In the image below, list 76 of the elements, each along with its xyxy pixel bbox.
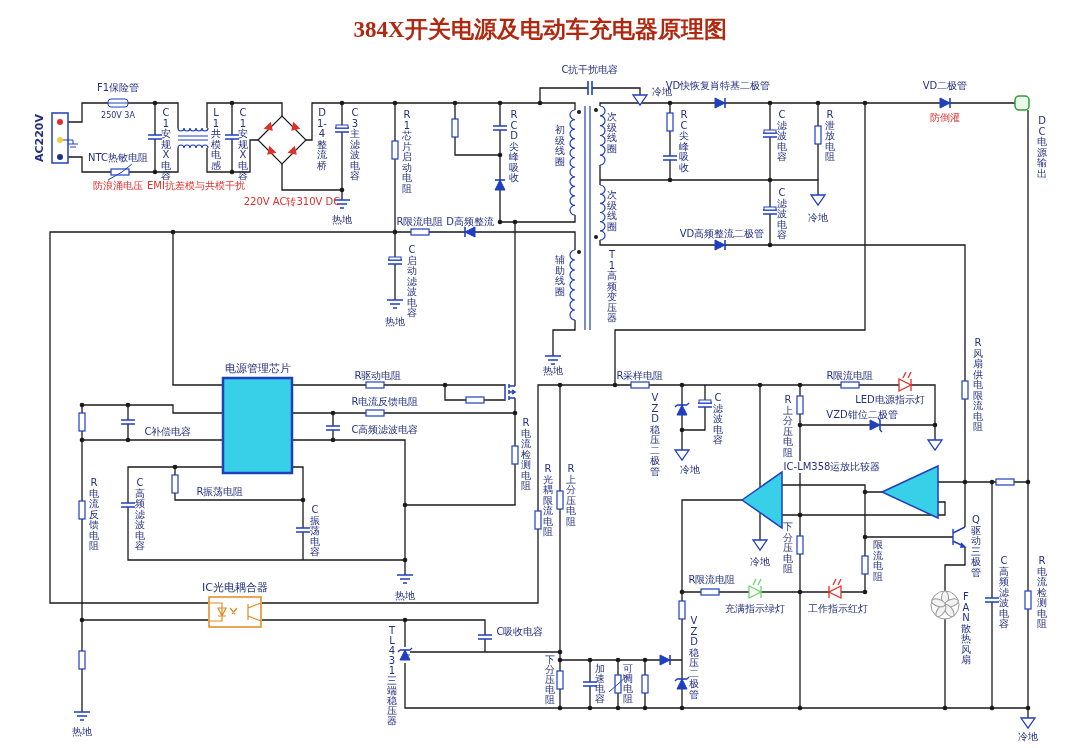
component-label: IC-LM358运放比较器 <box>783 461 881 473</box>
component-label: F1保险管 <box>96 82 140 94</box>
ground-label: 冷地 <box>808 212 828 224</box>
component-label: R上分压电阻 <box>783 395 793 458</box>
component-label: C滤波电容 <box>713 393 723 446</box>
component-label: R振荡电阻 <box>196 486 244 498</box>
component-label: NTC热敏电阻 <box>88 152 148 164</box>
ground-label: 热地 <box>332 214 352 226</box>
component-label: C滤波电容 <box>777 110 787 163</box>
component-label: R限流电阻 <box>396 216 444 228</box>
component-label: 限流电阻 <box>873 540 883 582</box>
component-label: LED电源指示灯 <box>855 394 925 406</box>
component-label: C高频滤波电容 <box>135 478 145 552</box>
component-label: R电流检测电阻 <box>521 418 531 492</box>
component-label: R1芯片启动电阻 <box>402 110 412 194</box>
component-label: C吸收电容 <box>496 626 544 638</box>
component-label: 次级线圈 <box>607 112 617 154</box>
component-label: R采样电阻 <box>616 370 664 382</box>
diagram-title: 384X开关电源及电动车充电器原理图 <box>352 16 728 44</box>
component-label: C振荡电容 <box>310 505 320 558</box>
annotation-note: EMI抗差模与共模干扰 <box>147 180 245 192</box>
component-label: 次级线圈 <box>607 190 617 232</box>
component-label: VZD稳压二极管 <box>689 616 699 700</box>
component-label: AC220V <box>34 113 46 163</box>
component-label: IC光电耦合器 <box>202 581 268 595</box>
component-label: R上分压电阻 <box>566 464 576 527</box>
component-label: R风扇供电限流电阻 <box>973 338 983 433</box>
component-label: R限流电阻 <box>688 574 736 586</box>
component-label: TL431三端稳压器 <box>387 626 397 726</box>
component-label: R电流反馈电阻 <box>89 478 99 552</box>
component-label: C抗干扰电容 <box>561 64 619 76</box>
component-label: 初级线圈 <box>555 125 565 167</box>
component-label: 辅助线圈 <box>555 255 565 297</box>
component-label: C启动滤波电容 <box>407 245 417 319</box>
ground-label: 热地 <box>72 726 92 738</box>
ground-label: 冷地 <box>1018 731 1038 743</box>
component-label: FAN散热风扇 <box>961 592 971 666</box>
component-label: 250V 3A <box>101 110 135 121</box>
ground-label: 热地 <box>543 365 563 377</box>
component-label: RC尖峰吸收 <box>679 110 689 173</box>
component-label: T1高频变压器 <box>607 250 617 324</box>
component-label: VD二极管 <box>922 80 968 92</box>
component-label: DC电源输出 <box>1037 116 1047 179</box>
component-label: 充满指示绿灯 <box>725 603 785 615</box>
ground-label: 冷地 <box>680 464 700 476</box>
annotation-note: 防倒灌 <box>930 112 960 124</box>
component-label: C滤波电容 <box>777 188 787 241</box>
component-label: VZD稳压二极管 <box>650 393 660 477</box>
component-label: C高频滤波电容 <box>999 556 1009 630</box>
annotation-note: 防浪涌电压 <box>93 180 143 192</box>
ground-label: 热地 <box>385 316 405 328</box>
ground-label: 冷地 <box>750 556 770 568</box>
component-label: R限流电阻 <box>826 370 874 382</box>
component-label: R驱动电阻 <box>354 370 402 382</box>
component-label: Q驱动三极管 <box>971 515 981 578</box>
component-label: C高频滤波电容 <box>351 424 419 436</box>
component-label: VZD钳位二极管 <box>826 409 898 421</box>
component-label: D1-4整流桥 <box>317 108 327 171</box>
ground-label: 热地 <box>395 590 415 602</box>
component-label: C补偿电容 <box>144 426 192 438</box>
component-label: R电流检测电阻 <box>1037 556 1047 630</box>
component-label: RCD尖峰吸收 <box>509 110 519 184</box>
component-label: L1共模电感 <box>211 108 221 171</box>
component-label: R光耦限流电阻 <box>543 464 553 538</box>
component-label: R泄放电阻 <box>825 110 835 163</box>
component-label: VD高频整流二极管 <box>679 228 765 240</box>
component-label: D高频整流 <box>446 216 494 228</box>
component-label: 可调电阻 <box>623 664 633 704</box>
annotation-note: 220V AC转310V DC <box>243 196 341 208</box>
component-label: 工作指示红灯 <box>808 603 868 615</box>
component-label: 下分压电阻 <box>545 655 555 705</box>
component-label: 下分压电阻 <box>783 522 793 575</box>
component-label: R电流反馈电阻 <box>351 396 419 408</box>
component-label: 电源管理芯片 <box>225 362 291 376</box>
component-label: C3主滤波电容 <box>350 108 360 182</box>
component-label: 加速电容 <box>595 664 605 704</box>
